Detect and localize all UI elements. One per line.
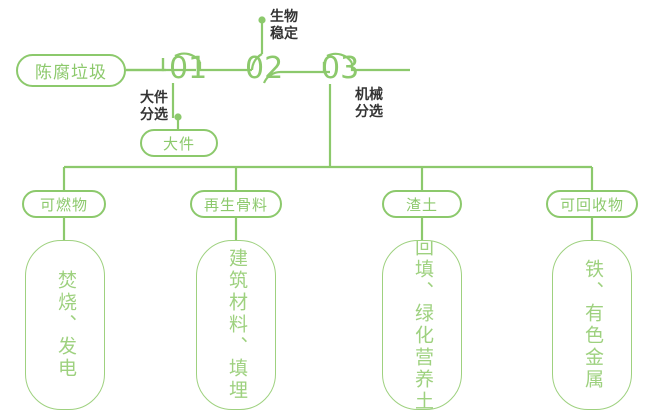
destination-box-0[interactable]: 焚烧、发电 <box>25 240 105 410</box>
process-label-01-line2: 分选 <box>140 106 168 122</box>
category-pill-0-label: 可燃物 <box>39 196 88 214</box>
category-pill-1-label: 再生骨料 <box>203 196 268 214</box>
destination-box-3[interactable]: 铁、有色金属 <box>552 240 632 410</box>
process-label-02: 生物 稳定 <box>270 8 310 42</box>
step-number-03: 03 <box>321 51 360 86</box>
destination-box-1[interactable]: 建筑材料、填埋 <box>196 240 276 410</box>
category-pill-2[interactable]: 渣土 <box>382 190 462 218</box>
process-label-03-line2: 分选 <box>355 103 383 119</box>
process-label-02-line1: 生物 <box>270 8 298 24</box>
category-pill-3[interactable]: 可回收物 <box>546 190 638 218</box>
arc-01-top <box>174 52 201 63</box>
process-label-02-line2: 稳定 <box>270 25 298 41</box>
arc-02-bottom <box>262 70 282 84</box>
category-pill-0[interactable]: 可燃物 <box>22 190 106 218</box>
destination-box-1-text: 建筑材料、填埋 <box>226 248 247 402</box>
process-label-03: 机械 分选 <box>355 86 395 120</box>
line-03-right-tail <box>350 63 410 72</box>
category-pill-1[interactable]: 再生骨料 <box>190 190 282 218</box>
destination-box-0-text: 焚烧、发电 <box>55 270 76 380</box>
process-label-01-line1: 大件 <box>140 89 168 105</box>
step-number-01: 01 <box>169 51 208 86</box>
line-01-left-into <box>161 58 196 72</box>
step-number-02: 02 <box>245 51 284 86</box>
process-label-01: 大件 分选 <box>134 89 174 123</box>
category-pill-3-label: 可回收物 <box>559 196 624 214</box>
destination-box-2-text: 回填、绿化营养土 <box>412 240 433 410</box>
output-pill-daijian[interactable]: 大件 <box>140 129 218 157</box>
category-pill-2-label: 渣土 <box>405 196 438 214</box>
line-01-to-02 <box>198 62 252 72</box>
arc-03-top <box>326 52 353 64</box>
line-03-left-join <box>322 62 330 74</box>
line-source-bracket <box>126 58 165 72</box>
dot-daijian-endpoint <box>174 113 182 121</box>
source-pill[interactable]: 陈腐垃圾 <box>16 54 126 87</box>
arc-02-left <box>250 53 263 71</box>
dot-shengwu-endpoint <box>258 16 266 24</box>
destination-box-2[interactable]: 回填、绿化营养土 <box>382 240 462 410</box>
output-pill-daijian-label: 大件 <box>162 135 195 153</box>
destination-box-3-text: 铁、有色金属 <box>582 259 603 391</box>
source-pill-label: 陈腐垃圾 <box>35 63 107 82</box>
process-label-03-line1: 机械 <box>355 86 383 102</box>
